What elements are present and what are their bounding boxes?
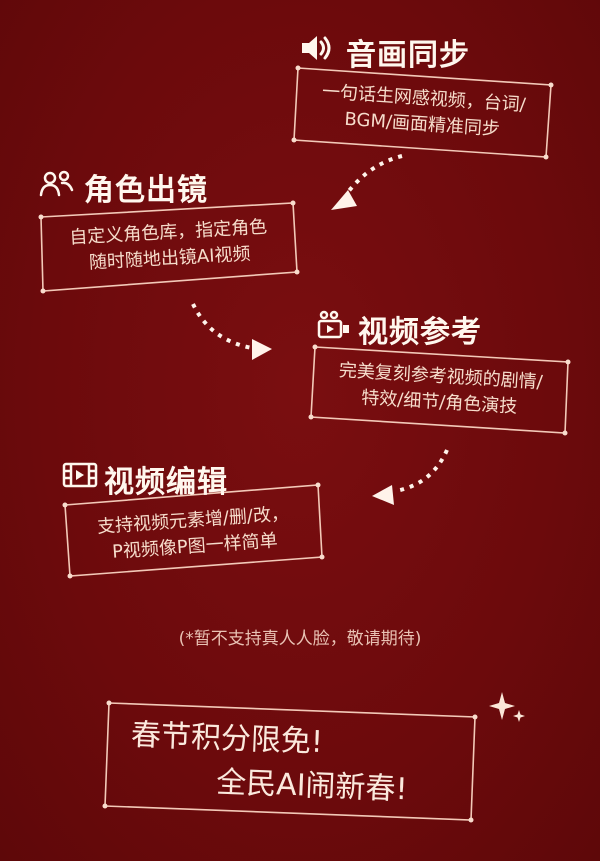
feature-title-text: 角色出镜 xyxy=(84,173,208,208)
feature-title-text: 视频编辑 xyxy=(104,465,228,500)
people-icon xyxy=(38,168,78,206)
arrow-path-2 xyxy=(191,303,253,350)
arrowhead-3 xyxy=(372,485,394,505)
promo-banner: 春节积分限免! 全民AI闹新春! xyxy=(123,714,466,815)
arrowhead-1 xyxy=(331,190,357,210)
feature-title-text: 视频参考 xyxy=(358,315,482,350)
feature-title-text: 音画同步 xyxy=(346,38,470,73)
arrow-path-3 xyxy=(395,449,449,493)
feature-title-video-edit: 视频编辑 xyxy=(62,457,228,501)
feature-title-audio-sync: 音画同步 xyxy=(300,30,470,74)
video-camera-icon xyxy=(316,310,352,348)
film-play-icon xyxy=(62,460,98,498)
feature-title-video-reference: 视频参考 xyxy=(316,307,482,351)
feature-title-character: 角色出镜 xyxy=(38,165,208,209)
speaker-icon xyxy=(300,33,340,71)
arrow-path-1 xyxy=(346,154,403,194)
sparkle-icon xyxy=(489,692,525,722)
disclaimer-note: (*暂不支持真人人脸，敬请期待) xyxy=(178,629,422,649)
arrowhead-2 xyxy=(252,339,272,360)
